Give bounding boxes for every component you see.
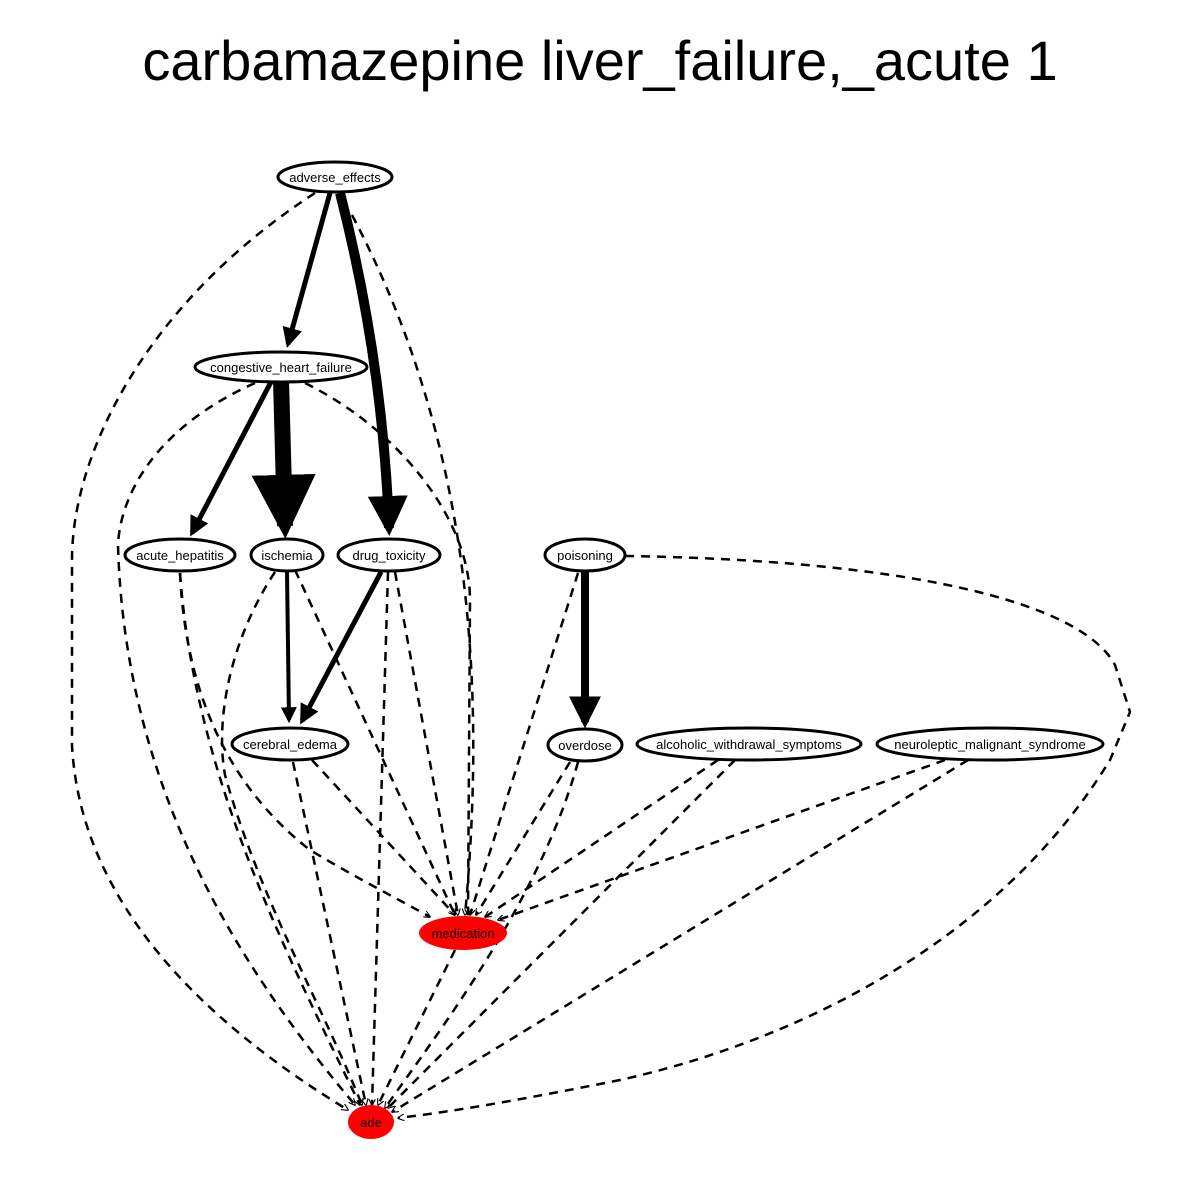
node-label: medication	[432, 926, 495, 941]
node-label: neuroleptic_malignant_syndrome	[894, 737, 1086, 752]
node-neuroleptic_malignant_syndrome[interactable]: neuroleptic_malignant_syndrome	[875, 726, 1105, 762]
edge-congestive_heart_failure-to-ischemia	[251, 379, 316, 539]
nodes-layer: adverse_effects congestive_heart_failure…	[123, 160, 1105, 1139]
node-label: overdose	[558, 738, 611, 753]
edge-overdose-to-medication	[474, 761, 572, 915]
edge-cerebral_edema-to-ade	[291, 761, 366, 1105]
node-ade[interactable]: ade	[348, 1105, 394, 1139]
edge-medication-to-ade	[376, 949, 457, 1105]
node-label: alcoholic_withdrawal_symptoms	[656, 737, 842, 752]
edge-adverse_effects-to-drug_toxicity	[335, 191, 408, 536]
edge-neuroleptic_malignant_syndrome-to-ade	[392, 758, 969, 1114]
edge-poisoning-to-ade	[398, 554, 1132, 1118]
edge-adverse_effects-to-congestive_heart_failure	[282, 192, 333, 348]
node-label: ischemia	[261, 548, 313, 563]
node-congestive_heart_failure[interactable]: congestive_heart_failure	[193, 350, 369, 384]
edge-ischemia-to-ade	[220, 571, 362, 1105]
edge-congestive_heart_failure-to-medication	[304, 381, 470, 915]
node-label: drug_toxicity	[353, 548, 426, 563]
edge-adverse_effects-to-ade	[70, 191, 348, 1112]
node-label: poisoning	[557, 548, 613, 563]
edge-congestive_heart_failure-to-ade	[116, 381, 355, 1105]
node-poisoning[interactable]: poisoning	[543, 537, 627, 573]
node-medication[interactable]: medication	[419, 916, 507, 950]
edge-drug_toxicity-to-cerebral_edema	[299, 570, 384, 725]
node-label: ade	[360, 1115, 382, 1130]
edge-cerebral_edema-to-medication	[311, 759, 455, 915]
edge-poisoning-to-medication	[470, 572, 580, 915]
edges-layer	[70, 191, 1132, 1118]
node-label: congestive_heart_failure	[210, 360, 352, 375]
edge-drug_toxicity-to-medication	[393, 571, 458, 915]
graph-title: carbamazepine liver_failure,_acute 1	[142, 29, 1058, 92]
node-ischemia[interactable]: ischemia	[249, 537, 325, 573]
edge-neuroleptic_malignant_syndrome-to-medication	[498, 758, 946, 920]
edge-overdose-to-ade	[385, 761, 580, 1108]
edge-ischemia-to-cerebral_edema	[280, 571, 297, 724]
edge-alcoholic_withdrawal_symptoms-to-ade	[388, 759, 736, 1108]
node-alcoholic_withdrawal_symptoms[interactable]: alcoholic_withdrawal_symptoms	[635, 726, 863, 762]
node-acute_hepatitis[interactable]: acute_hepatitis	[123, 537, 237, 573]
node-drug_toxicity[interactable]: drug_toxicity	[336, 537, 442, 573]
edge-alcoholic_withdrawal_symptoms-to-medication	[485, 758, 719, 917]
node-cerebral_edema[interactable]: cerebral_edema	[230, 726, 350, 762]
node-label: acute_hepatitis	[136, 548, 224, 563]
edge-congestive_heart_failure-to-acute_hepatitis	[189, 378, 275, 537]
node-overdose[interactable]: overdose	[546, 727, 624, 763]
edge-adverse_effects-to-medication	[350, 214, 475, 915]
node-adverse_effects[interactable]: adverse_effects	[276, 160, 394, 194]
node-label: cerebral_edema	[243, 737, 338, 752]
node-label: adverse_effects	[289, 170, 381, 185]
edge-drug_toxicity-to-ade	[372, 571, 390, 1105]
edge-acute_hepatitis-to-ade	[178, 572, 362, 1105]
